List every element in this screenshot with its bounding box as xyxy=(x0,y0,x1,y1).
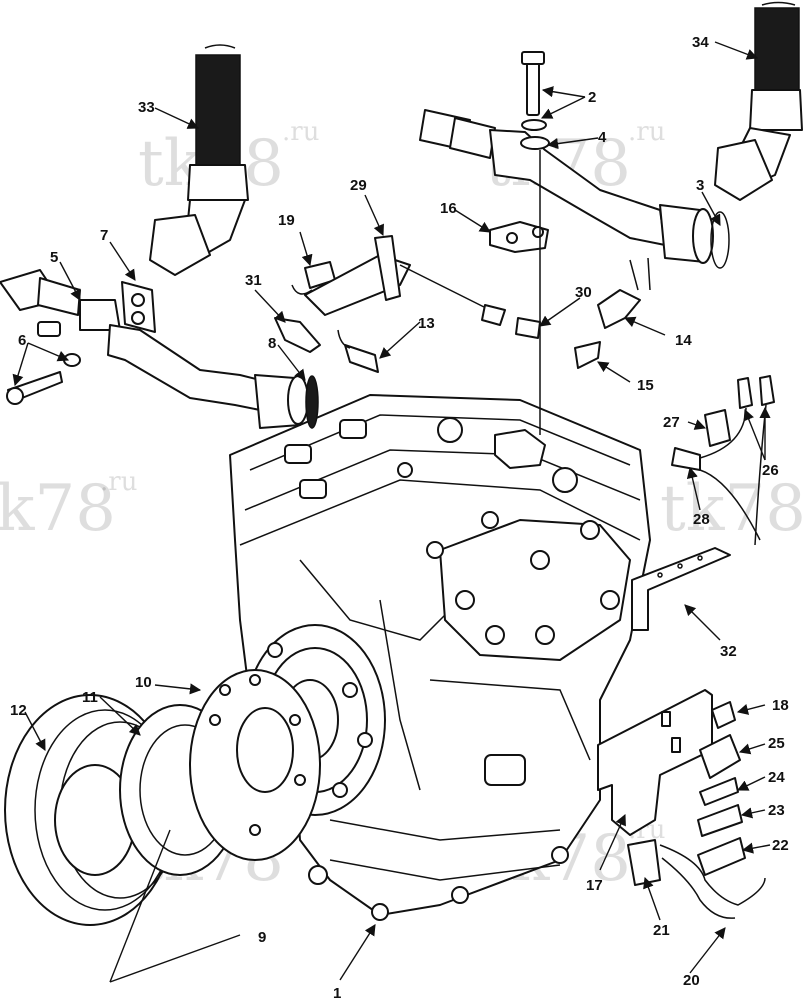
callout-3: 3 xyxy=(696,177,704,194)
callout-24: 24 xyxy=(768,769,785,786)
callout-32: 32 xyxy=(720,643,737,660)
watermark-mid-left: tk78 xyxy=(0,472,116,546)
discharge-line-right xyxy=(419,51,730,469)
callout-30: 30 xyxy=(575,284,592,301)
callout-15: 15 xyxy=(637,377,654,394)
callout-14: 14 xyxy=(675,332,692,349)
callout-1: 1 xyxy=(333,985,341,1000)
wiring-connectors xyxy=(597,375,775,919)
callout-2: 2 xyxy=(588,89,596,106)
watermark-suffix-top-right: .ru xyxy=(628,117,665,147)
watermark-suffix-top-left: .ru xyxy=(282,117,319,147)
callout-8: 8 xyxy=(268,335,276,352)
callout-17: 17 xyxy=(586,877,603,894)
callout-11: 11 xyxy=(82,689,98,706)
callout-19: 19 xyxy=(278,212,295,229)
callout-23: 23 xyxy=(768,802,785,819)
clutch-pulley-assembly xyxy=(4,669,321,926)
callout-16: 16 xyxy=(440,200,457,217)
callout-27: 27 xyxy=(663,414,680,431)
callout-10: 10 xyxy=(135,674,152,691)
callout-13: 13 xyxy=(418,315,435,332)
callout-33: 33 xyxy=(138,99,155,116)
callout-29: 29 xyxy=(350,177,367,194)
callout-labels: 1 2 3 4 5 6 7 8 9 10 11 12 13 14 15 16 1… xyxy=(10,34,789,1000)
callout-26: 26 xyxy=(762,462,779,479)
leader-lines xyxy=(12,41,771,983)
suction-line-left xyxy=(0,269,319,429)
callout-4: 4 xyxy=(598,129,607,146)
watermark-suffix-mid-left: .ru xyxy=(100,467,137,497)
callout-9: 9 xyxy=(258,929,266,946)
callout-12: 12 xyxy=(10,702,27,719)
head-bolts xyxy=(397,462,620,645)
callout-31: 31 xyxy=(245,272,262,289)
callout-21: 21 xyxy=(653,922,670,939)
callout-34: 34 xyxy=(692,34,709,51)
callout-18: 18 xyxy=(772,697,789,714)
callout-22: 22 xyxy=(772,837,789,854)
callout-28: 28 xyxy=(693,511,710,528)
callout-20: 20 xyxy=(683,972,700,989)
hose-34 xyxy=(714,1,803,201)
sensor-parts xyxy=(274,235,651,373)
watermark-mid-right: tk78 xyxy=(660,472,805,546)
callout-5: 5 xyxy=(50,249,58,266)
hose-33 xyxy=(149,44,249,276)
callout-6: 6 xyxy=(18,332,26,349)
callout-25: 25 xyxy=(768,735,785,752)
callout-7: 7 xyxy=(100,227,108,244)
